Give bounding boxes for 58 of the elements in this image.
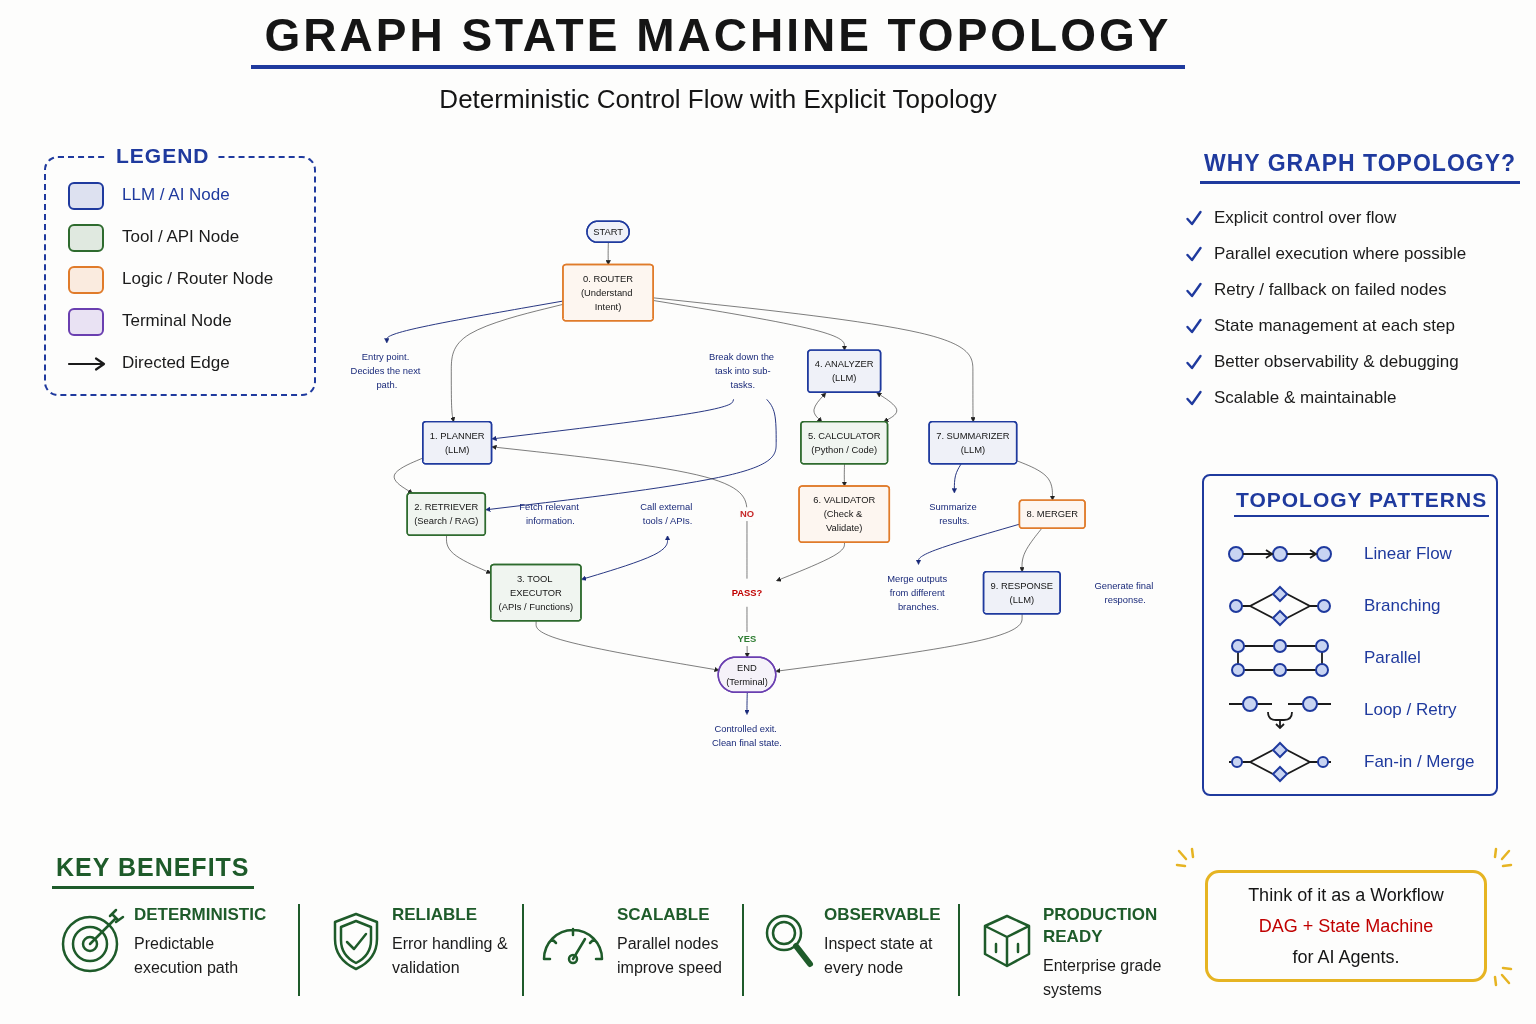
process-box: 0. ROUTER (Understand Intent): [562, 263, 654, 322]
subtitle: Deterministic Control Flow with Explicit Topology: [439, 84, 997, 115]
annotation-text: Generate final response.: [1094, 580, 1154, 605]
annotation-text: Entry point. Decides the next path.: [350, 351, 421, 390]
annotation-text: Summarize results.: [929, 501, 977, 526]
annotation-text: Merge outputs from different branches.: [887, 573, 948, 612]
benefit-text: Inspect state at every node: [824, 934, 934, 978]
list-item: Better observability & debugging: [1214, 352, 1459, 372]
annotation-text: Call external tools / APIs.: [640, 501, 693, 526]
legend-label: Tool / API Node: [122, 227, 240, 247]
process-box: 7. SUMMARIZER (LLM): [928, 420, 1018, 465]
benefit-title: RELIABLE: [392, 904, 478, 926]
legend-label: LLM / AI Node: [122, 185, 230, 205]
pattern-label: Linear Flow: [1364, 544, 1452, 564]
list-item: Explicit control over flow: [1214, 208, 1397, 228]
panel-heading: TOPOLOGY PATTERNS: [1234, 488, 1490, 517]
benefit-title: PRODUCTION READY: [1043, 904, 1159, 948]
legend-label: Directed Edge: [122, 353, 230, 373]
edge-label: YES: [737, 631, 757, 647]
callout-text: for AI Agents.: [1292, 946, 1400, 969]
benefit-title: OBSERVABLE: [824, 904, 942, 926]
end-oval: END (Terminal): [717, 656, 777, 694]
process-box: 5. CALCULATOR (Python / Code): [800, 420, 889, 465]
callout-text: Think of it as a Workflow: [1248, 884, 1444, 907]
benefit-title: SCALABLE: [617, 904, 711, 926]
benefit-title: DETERMINISTIC: [134, 904, 264, 926]
pattern-label: Branching: [1364, 596, 1441, 616]
arrow: [581, 535, 671, 581]
pattern-label: Loop / Retry: [1364, 700, 1457, 720]
pattern-label: Fan-in / Merge: [1364, 752, 1475, 772]
legend-label: Logic / Router Node: [122, 269, 274, 289]
benefit-text: Predictable execution path: [134, 934, 240, 978]
pattern-label: Parallel: [1364, 648, 1421, 668]
process-box: 4. ANALYZER (LLM): [807, 349, 882, 394]
title: GRAPH STATE MACHINE TOPOLOGY: [250, 8, 1186, 69]
section-heading: KEY BENEFITS: [52, 853, 254, 889]
condition-label: PASS?: [731, 587, 763, 598]
annotation-text: Fetch relevant information.: [519, 501, 579, 526]
list-item: State management at each step: [1214, 316, 1455, 336]
callout-text: DAG + State Machine: [1258, 915, 1434, 938]
list-item: Parallel execution where possible: [1214, 244, 1467, 264]
edge-label: NO: [739, 507, 754, 522]
list-item: Scalable & maintainable: [1214, 388, 1397, 408]
list-item: Retry / fallback on failed nodes: [1214, 280, 1447, 300]
annotation-text: Break down the task into sub-tasks.: [708, 351, 775, 390]
process-box: 6. VALIDATOR (Check & Validate): [798, 485, 891, 544]
benefit-text: Enterprise grade systems: [1043, 956, 1163, 1000]
process-box: 8. MERGER: [1018, 499, 1086, 529]
benefit-text: Error handling & validation: [392, 934, 509, 978]
legend-label: Terminal Node: [122, 311, 232, 331]
start-oval: START: [586, 220, 630, 244]
process-box: 2. RETRIEVER (Search / RAG): [406, 492, 487, 536]
benefit-text: Parallel nodes improve speed: [617, 934, 723, 978]
process-box: 3. TOOL EXECUTOR (APIs / Functions): [490, 563, 582, 622]
process-box: 1. PLANNER (LLM): [422, 420, 493, 465]
section-heading: WHY GRAPH TOPOLOGY?: [1200, 150, 1521, 184]
process-box: 9. RESPONSE (LLM): [982, 570, 1061, 615]
annotation-text: Controlled exit. Clean final state.: [712, 723, 782, 748]
